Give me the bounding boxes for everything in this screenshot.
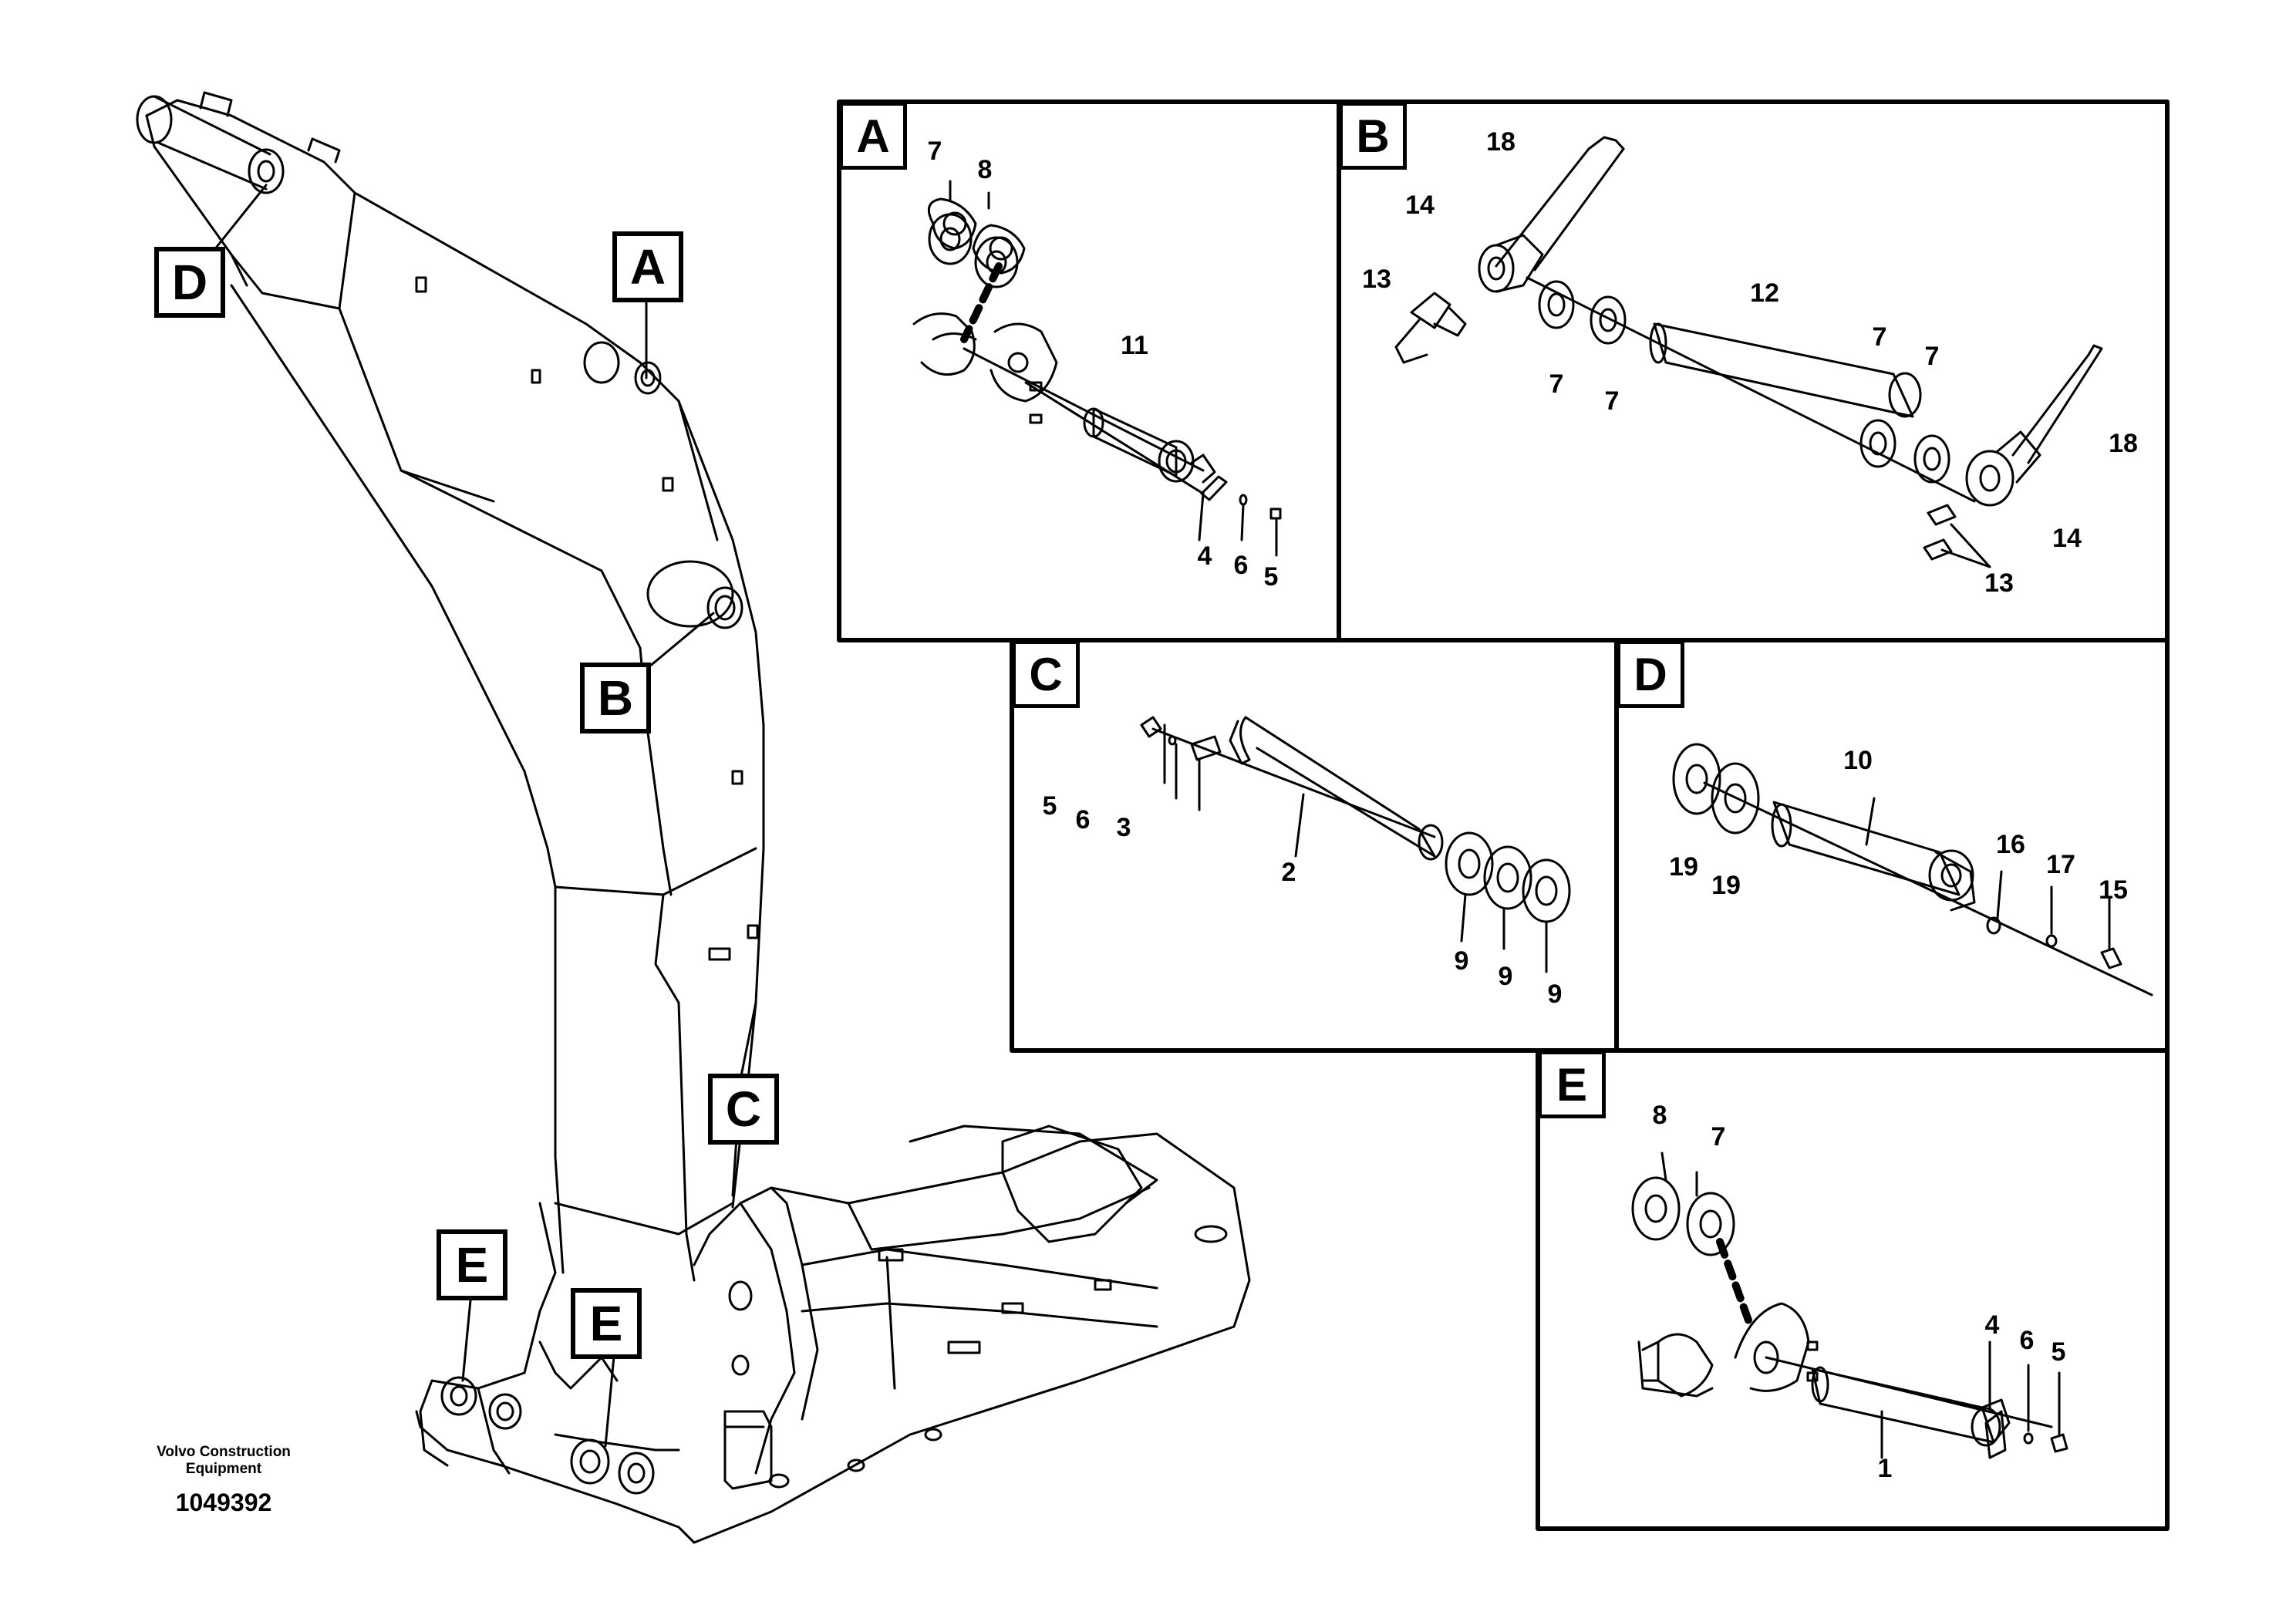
drawing-number: 1049392 bbox=[175, 1489, 272, 1516]
panel-b-part-14-bottom: 14 bbox=[2052, 524, 2082, 553]
callout-c: C bbox=[708, 1074, 779, 1145]
panel-b-part-7-a: 7 bbox=[1549, 369, 1564, 399]
panel-c-part-5: 5 bbox=[1042, 791, 1057, 821]
panel-a-part-11: 11 bbox=[1121, 331, 1148, 360]
panel-b-part-7-d: 7 bbox=[1924, 342, 1940, 371]
panel-c-tag: C bbox=[1012, 640, 1080, 708]
panel-c-part-9-c: 9 bbox=[1547, 980, 1563, 1009]
panel-e-part-1: 1 bbox=[1877, 1454, 1893, 1483]
panel-a-part-8: 8 bbox=[977, 155, 993, 184]
panel-e-part-8: 8 bbox=[1652, 1101, 1667, 1130]
panel-d-part-16: 16 bbox=[1996, 830, 2025, 859]
panel-a-part-5: 5 bbox=[1263, 562, 1279, 592]
panel-d-part-19-a: 19 bbox=[1669, 852, 1698, 882]
callout-b: B bbox=[580, 663, 651, 733]
panel-b-part-14-top: 14 bbox=[1405, 191, 1435, 220]
panel-b-part-7-b: 7 bbox=[1604, 386, 1620, 416]
panel-e-part-4: 4 bbox=[1984, 1310, 2000, 1340]
panel-d-part-10: 10 bbox=[1843, 746, 1873, 775]
panel-a-tag: A bbox=[839, 102, 907, 170]
panel-b-tag: B bbox=[1339, 102, 1407, 170]
panel-e-drawing bbox=[1631, 1152, 2068, 1459]
panel-e-part-6: 6 bbox=[2019, 1326, 2035, 1355]
panel-d-part-15: 15 bbox=[2099, 875, 2128, 905]
callout-e-right: E bbox=[571, 1288, 642, 1359]
company-name: Volvo Construction Equipment bbox=[139, 1444, 308, 1478]
panel-b-part-18-top: 18 bbox=[1486, 127, 1515, 157]
panel-c-part-3: 3 bbox=[1116, 813, 1131, 842]
panel-a-part-7: 7 bbox=[927, 137, 942, 166]
boom-illustration bbox=[136, 91, 1251, 1544]
callout-d: D bbox=[154, 247, 225, 318]
panel-c-part-2: 2 bbox=[1281, 858, 1296, 887]
panel-c-part-9-a: 9 bbox=[1454, 946, 1469, 976]
company-line-1: Volvo Construction bbox=[157, 1444, 291, 1460]
panel-e-part-5: 5 bbox=[2051, 1337, 2066, 1367]
panel-d-part-19-b: 19 bbox=[1711, 871, 1741, 900]
panel-e-part-7: 7 bbox=[1711, 1122, 1726, 1152]
panel-b-part-12: 12 bbox=[1750, 278, 1779, 308]
panel-a-part-4: 4 bbox=[1197, 541, 1212, 571]
panel-a-drawing bbox=[912, 180, 1282, 557]
panel-b-part-18-bottom: 18 bbox=[2109, 429, 2138, 458]
panel-d-drawing bbox=[1672, 743, 2153, 996]
panel-b-part-13-top: 13 bbox=[1362, 265, 1391, 294]
callout-e-left: E bbox=[437, 1229, 507, 1300]
panel-d-part-17: 17 bbox=[2046, 850, 2075, 879]
company-line-2: Equipment bbox=[185, 1461, 262, 1477]
panel-c-part-6: 6 bbox=[1075, 805, 1091, 835]
panel-frames bbox=[837, 99, 2170, 1531]
panel-d-tag: D bbox=[1617, 640, 1684, 708]
callout-a: A bbox=[612, 231, 683, 302]
panel-a-part-6: 6 bbox=[1233, 551, 1249, 580]
panel-c-drawing bbox=[1140, 716, 1571, 973]
panel-b-part-7-c: 7 bbox=[1872, 322, 1887, 352]
panel-c-part-9-b: 9 bbox=[1498, 962, 1513, 991]
panel-b-drawing bbox=[1394, 136, 2103, 568]
panel-b-part-13-bottom: 13 bbox=[1984, 568, 2014, 598]
panel-e-tag: E bbox=[1538, 1050, 1606, 1118]
